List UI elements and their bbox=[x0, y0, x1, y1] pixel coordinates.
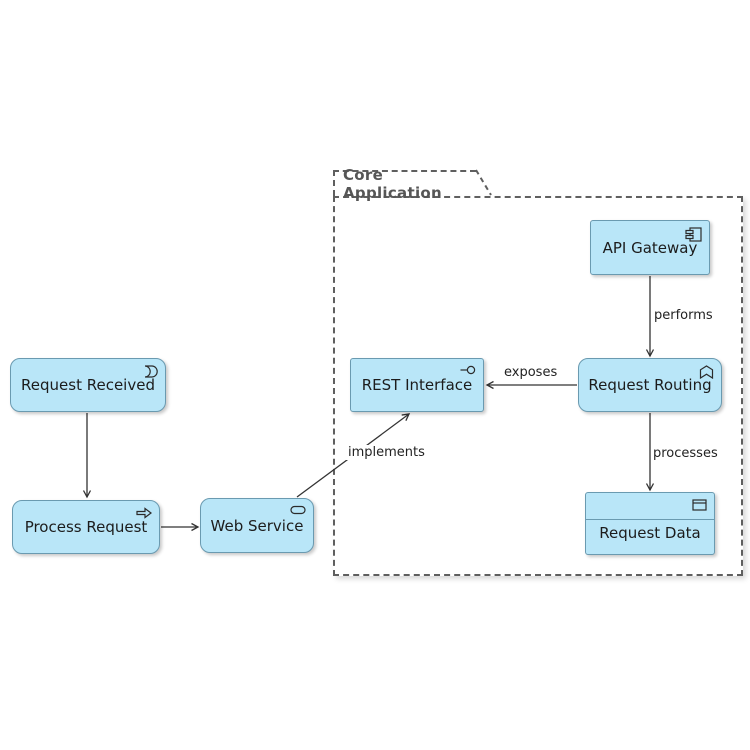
node-web-service: Web Service bbox=[200, 498, 314, 553]
node-label: Request Routing bbox=[588, 376, 712, 394]
group-label: Core Application bbox=[343, 166, 442, 202]
core-application-group-tab: Core Application bbox=[333, 166, 476, 202]
process-arrow-icon bbox=[136, 507, 152, 519]
event-icon bbox=[142, 365, 158, 378]
edge-label-performs: performs bbox=[652, 308, 715, 323]
node-request-data: Request Data bbox=[585, 492, 715, 555]
core-application-group bbox=[333, 196, 743, 576]
node-api-gateway: API Gateway bbox=[590, 220, 710, 275]
node-label: REST Interface bbox=[361, 376, 473, 394]
interface-icon bbox=[460, 365, 476, 375]
edge-label-exposes: exposes bbox=[502, 365, 560, 380]
component-icon bbox=[685, 227, 702, 242]
node-request-received: Request Received bbox=[10, 358, 166, 412]
service-icon bbox=[290, 505, 306, 515]
node-label: Process Request bbox=[24, 518, 148, 536]
group-tab-diagonal bbox=[475, 169, 492, 196]
data-object-icon bbox=[692, 499, 707, 511]
node-label: Request Received bbox=[21, 376, 155, 394]
node-process-request: Process Request bbox=[12, 500, 160, 554]
data-object-divider bbox=[586, 519, 714, 520]
node-label: Web Service bbox=[210, 516, 304, 535]
edge-label-implements: implements bbox=[346, 445, 427, 460]
node-request-routing: Request Routing bbox=[578, 358, 722, 412]
function-icon bbox=[699, 365, 714, 380]
edge-label-processes: processes bbox=[651, 446, 720, 461]
node-rest-interface: REST Interface bbox=[350, 358, 484, 412]
node-label: API Gateway bbox=[602, 238, 698, 257]
node-label: Request Data bbox=[599, 524, 701, 542]
